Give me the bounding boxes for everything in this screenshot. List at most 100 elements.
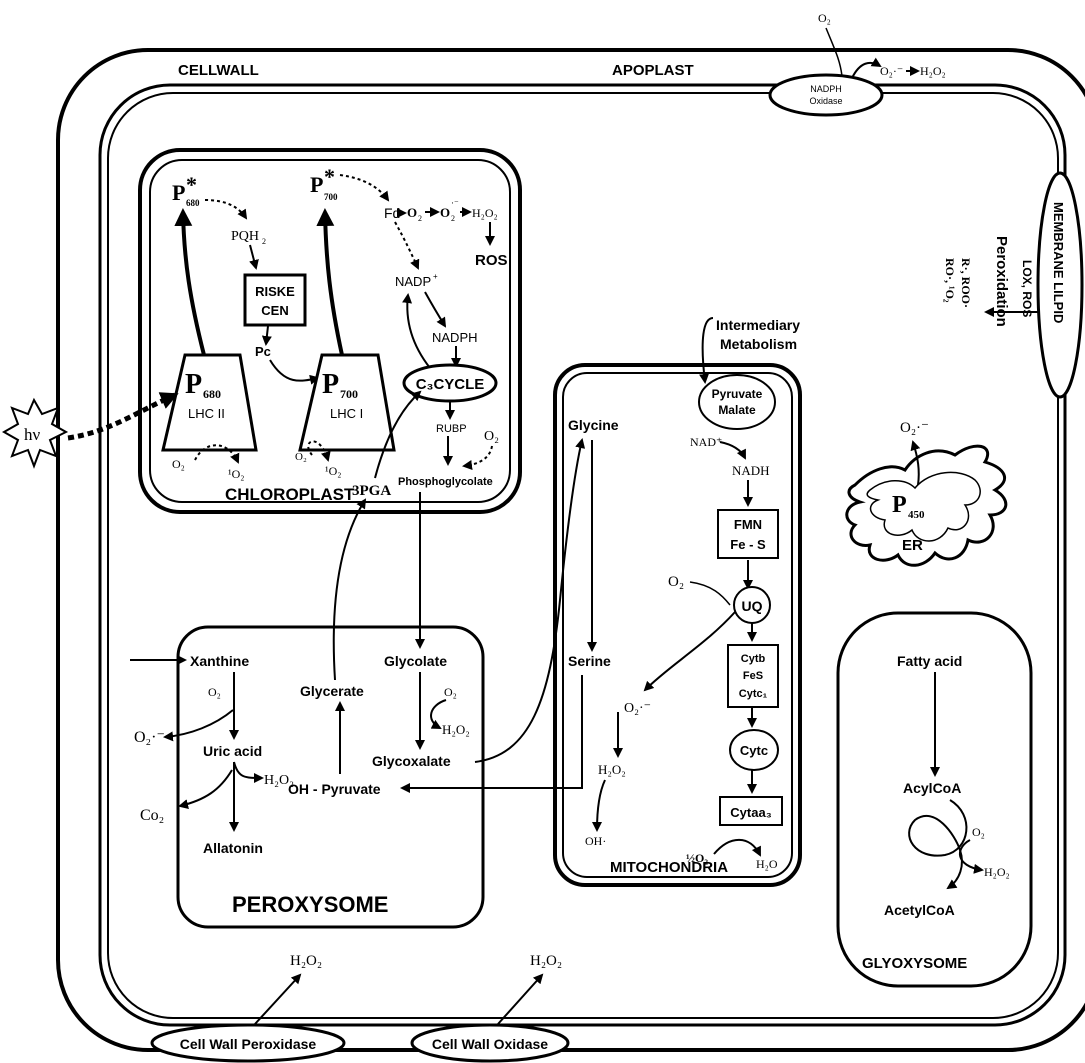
p680-label-sub: 680 [203,387,221,401]
allatonin-label: Allatonin [203,840,263,856]
mito-h2o2: H₂O₂ [598,762,626,777]
serine-label: Serine [568,653,611,669]
uric-co2-arrow [180,770,232,806]
glycine-label: Glycine [568,417,619,433]
p700-star: * [324,164,335,189]
pqh-to-riske-arrow [250,245,256,268]
p680-label: P [185,369,202,400]
fmn-label: FMN [734,517,762,532]
nadh-label: NADH [732,463,770,478]
nad-to-nadh-arrow [720,442,745,458]
nadph-oxidase-label-2: Oxidase [809,96,842,106]
fd-to-nadp-arrow [395,222,418,268]
psii-singlet: ¹O₂ [228,467,244,481]
apoplast-superoxide: O₂·⁻ [880,64,903,78]
ros-label: ROS [475,252,508,269]
rubp-label: RUBP [436,423,467,435]
cellwall-label: CELLWALL [178,62,259,79]
c3-to-nadp-arrow [407,295,430,368]
xanthine-o2: O₂ [208,685,221,699]
wall-h2o2-right: H₂O₂ [530,953,562,969]
oxidase-h2o2-arrow [498,975,542,1024]
chloroplast-label: CHLOROPLAST [225,485,355,504]
h2o2-to-oh-arrow [597,780,605,830]
lhc1-label: LHC I [330,406,363,421]
cell-wall-peroxidase-label: Cell Wall Peroxidase [180,1036,317,1052]
fes-label: Fe - S [730,537,766,552]
phosphoglycolate-label: Phosphoglycolate [398,476,493,488]
p700-to-fd-arrow [340,175,388,200]
pqh-sub: 2 [262,237,266,246]
fd-label: Fd [384,205,400,221]
apoplast-label: APOPLAST [612,62,694,79]
p680-excited: P [172,180,185,205]
glycolate-o2: O₂ [444,685,457,699]
glyox-h2o2-arrow [960,840,982,870]
beta-oxidation-loop [909,800,966,888]
acetylcoa-label: AcetylCoA [884,902,955,918]
half-o2-label: ½O₂ [686,851,708,865]
uq-superoxide-arrow [645,612,735,690]
glycolate-label: Glycolate [384,653,447,669]
glycerate-to-pga-arrow [334,500,365,680]
chl-superoxide-sup: ·⁻ [451,198,459,208]
nadp-label: NADP [395,274,431,289]
acylcoa-label: AcylCoA [903,780,961,796]
p700-excited: P [310,172,323,197]
nadph-oxidase-label-1: NADPH [810,84,842,94]
o2-right-arrow [464,446,492,466]
glyox-h2o2: H₂O₂ [984,865,1010,879]
light-label: hν [24,425,41,444]
co2-label: Co₂ [140,807,164,824]
apoplast-o2: O₂ [818,11,831,25]
chl-o2-right: O₂ [484,429,499,444]
peroxidation-label: Peroxidation [993,236,1010,327]
cell-wall-oxidase-label: Cell Wall Oxidase [432,1036,548,1052]
glycerate-label: Glycerate [300,683,364,699]
pc-label: Pc [255,344,271,359]
pyruvate-malate [699,375,775,429]
chl-o2: O [407,205,417,220]
psi-o2: O₂ [295,451,307,463]
p450-label: P [892,492,907,518]
nadp-sup: + [433,272,438,281]
pyruvate-label: Pyruvate [712,387,763,401]
oh-pyruvate-label: OH - Pyruvate [288,781,381,797]
glyoxysome-label: GLYOXYSOME [862,955,967,972]
membrane-lipid-label: MEMBRANE LILPID [1051,202,1066,323]
mitochondria-label: MITOCHONDRIA [610,859,728,876]
nadph-label: NADPH [432,330,478,345]
psii-o2: O₂ [172,457,185,471]
er-superoxide: O₂·⁻ [900,420,929,436]
uric-h2o2-arrow [234,762,262,778]
p700-excited-sub: 700 [324,192,338,202]
wall-h2o2-left: H₂O₂ [290,953,322,969]
o2-to-uq-arrow [690,582,730,605]
p450-sub: 450 [908,509,925,521]
mito-oh: OH· [585,834,606,848]
fatty-acid-label: Fatty acid [897,653,962,669]
glycoxalate-to-glycine-arrow [475,440,582,762]
chl-superoxide-sub: 2 [451,214,455,223]
riske-label-2: CEN [261,303,288,318]
apoplast-superoxide-arrow [852,63,880,78]
p700-label-sub: 700 [340,387,358,401]
glycolate-h2o2: H₂O₂ [442,722,470,737]
chl-superoxide: O [440,205,450,220]
nadph-oxidase [770,75,882,115]
p700-excitation-arrow [325,212,342,355]
lox-ros-label: LOX, ROS [1020,260,1034,317]
chl-h2o2: H₂O₂ [472,206,498,220]
p700-label: P [322,369,339,400]
p680-to-pqh-arrow [205,200,246,218]
psi-trapezoid [300,355,394,450]
half-o2-to-h2o-arrow [714,840,760,855]
xanthine-superoxide-arrow [165,710,233,737]
cytc1-label: Cytc₁ [739,688,768,700]
riske-label-1: RISKE [255,284,295,299]
peroxidase-h2o2-arrow [255,975,300,1024]
chl-o2-sub: 2 [418,214,422,223]
xanthine-label: Xanthine [190,653,249,669]
malate-label: Malate [718,403,756,417]
